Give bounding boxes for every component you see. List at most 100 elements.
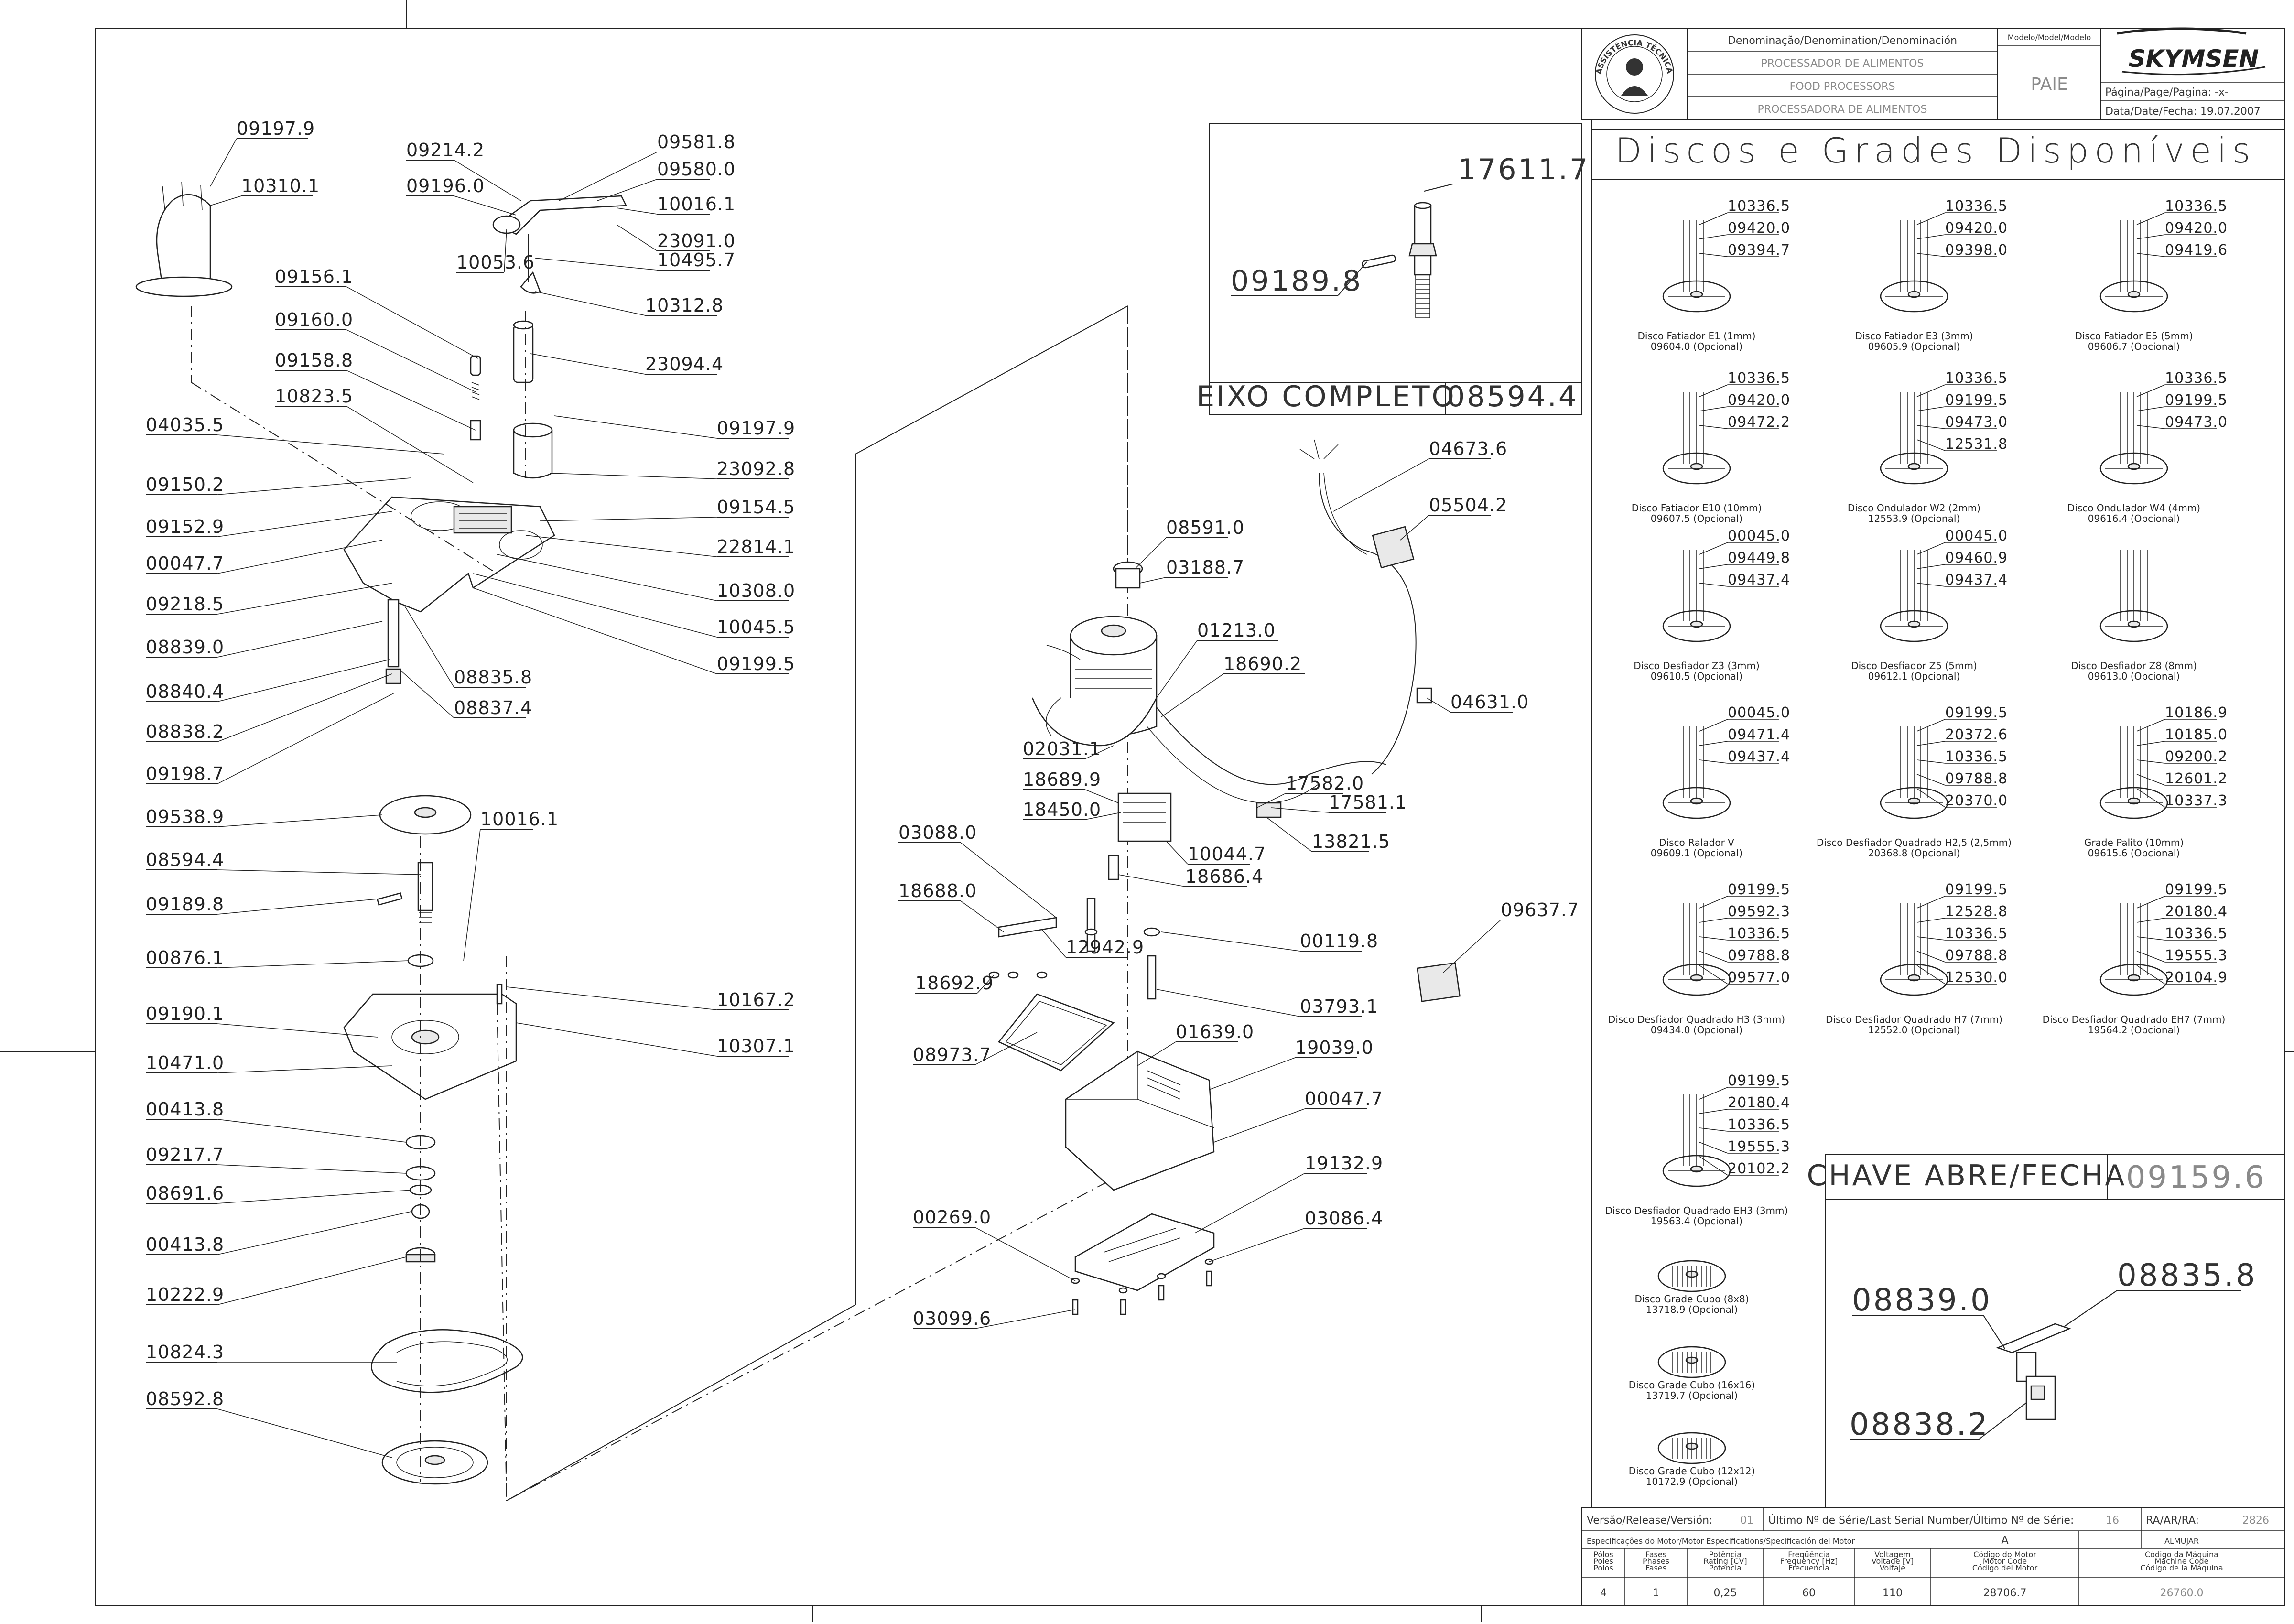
part-callout: 18688.0 xyxy=(898,880,1004,932)
part-number: 03088.0 xyxy=(898,822,977,843)
complete-shaft-box: EIXO COMPLETO 08594.4 17611.7 09189.8 xyxy=(1196,123,1588,415)
disc-part-number: 09199.5 xyxy=(2165,392,2228,409)
disc-code: 19564.2 (Opcional) xyxy=(2088,1024,2180,1036)
gasket xyxy=(998,993,1115,1072)
disc-option: Disco Desfiador Quadrado H3 (3mm)09434.0… xyxy=(1608,881,1790,1036)
part-callouts: 09197.910310.109214.209196.009581.809580… xyxy=(146,118,1579,1458)
disc-option: Disco Fatiador E1 (1mm)09604.0 (Opcional… xyxy=(1637,198,1790,352)
part-number: 09198.7 xyxy=(146,763,224,784)
part-callout: 02031.1 xyxy=(1023,738,1114,759)
part-number: 03086.4 xyxy=(1305,1208,1383,1229)
model-value: PAIE xyxy=(2031,75,2067,94)
part-number: 09189.8 xyxy=(146,894,224,915)
part-number: 18686.4 xyxy=(1185,866,1264,887)
ra-label: RA/AR/RA: xyxy=(2146,1515,2199,1527)
footer-header-line: Código de la Máquina xyxy=(2140,1563,2223,1572)
part-callout: 10310.1 xyxy=(210,175,319,206)
part-callout: 23092.8 xyxy=(549,458,795,479)
part-number: 08594.4 xyxy=(146,849,224,870)
disc-code: 13718.9 (Opcional) xyxy=(1646,1304,1738,1315)
footer-value: 0,25 xyxy=(1714,1587,1737,1599)
disc-part-number: 10336.5 xyxy=(1945,748,2008,765)
part-callout: 10312.8 xyxy=(535,291,723,316)
part-callout: 08973.7 xyxy=(913,1032,1038,1065)
part-number: 10823.5 xyxy=(275,386,353,407)
footer-header-line: Machine Code xyxy=(2154,1557,2208,1566)
part-callout: 08839.0 xyxy=(146,621,383,658)
part-number: 10053.6 xyxy=(456,252,535,273)
shaft-drawing xyxy=(1362,202,1437,318)
part-callout: 09218.5 xyxy=(146,583,392,615)
disc-code: 20368.8 (Opcional) xyxy=(1868,847,1960,859)
disc-code: 09604.0 (Opcional) xyxy=(1651,341,1742,352)
part-callout: 08691.6 xyxy=(146,1183,411,1204)
part-callout: 09160.0 xyxy=(275,309,476,392)
part-callout: 05504.2 xyxy=(1400,495,1507,541)
disc-part-number: 09199.5 xyxy=(1945,392,2008,409)
footer-header-line: Fases xyxy=(1645,1563,1666,1572)
switch-callout-1: 08839.0 xyxy=(1852,1283,1992,1318)
seal-text: ASSISTÊNCIA TÉCNICA AUTORIZADA xyxy=(0,0,1675,77)
part-callout: 09197.9 xyxy=(554,415,795,439)
skymsen-logo: SKYMSEN xyxy=(2117,27,2266,76)
part-number: 08839.0 xyxy=(146,637,224,658)
disc-part-number: 00045.0 xyxy=(1728,704,1790,721)
disc-part-number: 20372.6 xyxy=(1945,726,2008,743)
footer-header-line: Potencia xyxy=(1709,1563,1742,1572)
disc-part-number: 10337.3 xyxy=(2165,792,2228,809)
version-value: 01 xyxy=(1740,1515,1753,1527)
part-number: 04673.6 xyxy=(1429,438,1507,459)
part-number: 00047.7 xyxy=(146,553,224,574)
almujar-label: ALMUJAR xyxy=(2164,1537,2199,1546)
part-callout: 22814.1 xyxy=(525,535,795,557)
disc-part-number: 00045.0 xyxy=(1945,528,2008,544)
disc-option: Disco Grade Cubo (16x16)13719.7 (Opciona… xyxy=(1629,1346,1755,1401)
part-callout: 04673.6 xyxy=(1333,438,1507,512)
disc-part-number: 10336.5 xyxy=(1945,925,2008,942)
footer-header-line: Fases xyxy=(1645,1550,1666,1559)
disc-part-number: 19555.3 xyxy=(1728,1138,1790,1155)
part-callout: 09637.7 xyxy=(1443,899,1579,973)
disc-code: 19563.4 (Opcional) xyxy=(1651,1215,1742,1227)
footer-table: Versão/Release/Versión: 01 Último Nº de … xyxy=(1581,1507,2285,1606)
part-number: 10308.0 xyxy=(717,580,795,601)
part-number: 00413.8 xyxy=(146,1099,224,1120)
part-number: 00269.0 xyxy=(913,1207,991,1228)
part-callout: 09156.1 xyxy=(275,266,478,359)
part-number: 09214.2 xyxy=(406,140,485,161)
disc-code: 09609.1 (Opcional) xyxy=(1651,847,1742,859)
disc-part-number: 09473.0 xyxy=(1945,414,2008,431)
part-callout: 23094.4 xyxy=(530,353,724,375)
part-number: 08691.6 xyxy=(146,1183,224,1204)
serial-value: 16 xyxy=(2106,1515,2119,1527)
complete-shaft-label: EIXO COMPLETO xyxy=(1196,380,1456,413)
svg-text:ASSISTÊNCIA TÉCNICA AUTORIZADA: ASSISTÊNCIA TÉCNICA AUTORIZADA xyxy=(0,0,1675,77)
footer-header-line: Pólos xyxy=(1593,1550,1613,1559)
disc-name: Disco Desfiador Z8 (8mm) xyxy=(2071,660,2197,671)
part-number: 23094.4 xyxy=(645,354,724,375)
disc-option: Disco Desfiador Quadrado H7 (7mm)12552.0… xyxy=(1826,881,2008,1036)
disc-name: Disco Fatiador E5 (5mm) xyxy=(2075,330,2193,342)
disc-part-number: 09577.0 xyxy=(1728,969,1790,986)
disc-option: Grade Palito (10mm)09615.6 (Opcional)101… xyxy=(2084,704,2228,859)
disc-part-number: 09420.0 xyxy=(1945,220,2008,237)
part-number: 18688.0 xyxy=(898,880,977,901)
part-callout: 00047.7 xyxy=(146,540,383,574)
part-callout: 04035.5 xyxy=(146,414,445,455)
part-number: 10044.7 xyxy=(1188,844,1266,865)
part-callout: 09538.9 xyxy=(146,806,383,827)
part-number: 12942.9 xyxy=(1066,937,1144,958)
part-callout: 09580.0 xyxy=(597,159,735,201)
part-number: 09156.1 xyxy=(275,266,353,287)
part-number: 08838.2 xyxy=(146,721,224,742)
part-callout: 19039.0 xyxy=(1209,1037,1373,1090)
part-callout: 00047.7 xyxy=(1213,1088,1383,1143)
part-callout: 19132.9 xyxy=(1194,1153,1383,1234)
part-callout: 09581.8 xyxy=(559,131,735,201)
part-callout: 08840.4 xyxy=(146,659,390,702)
disc-part-number: 09199.5 xyxy=(1945,704,2008,721)
part-callout: 08591.0 xyxy=(1135,517,1244,569)
part-callout: 17581.1 xyxy=(1271,792,1407,813)
